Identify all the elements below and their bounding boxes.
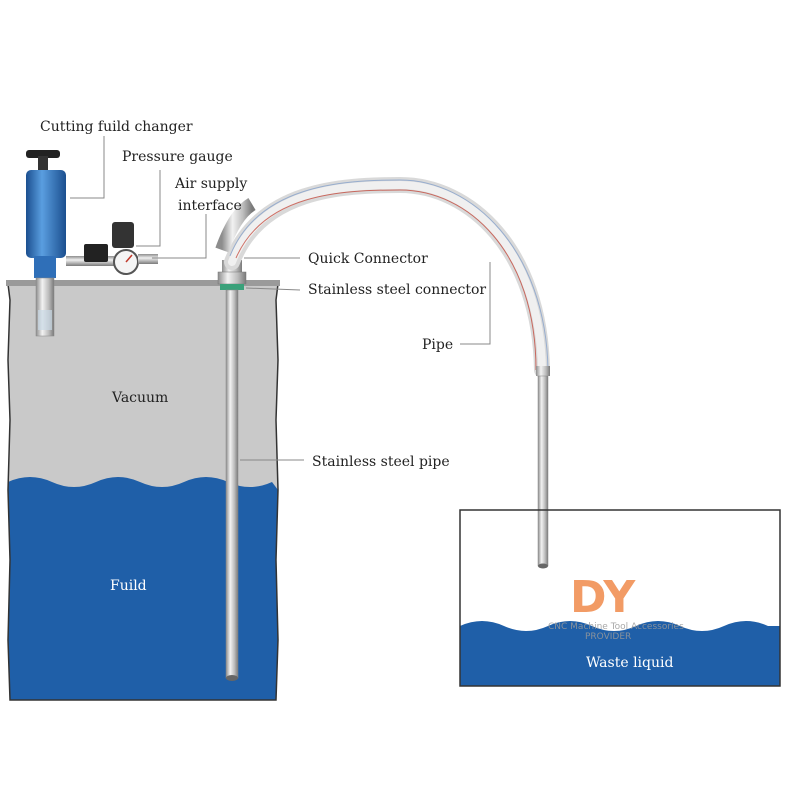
leader-pressure-gauge [136, 170, 161, 247]
label-waste-liquid: Waste liquid [586, 655, 673, 671]
watermark-brand: DY [570, 572, 636, 623]
drum-fluid-region [8, 477, 278, 700]
leader-cutting-fluid-changer [70, 136, 105, 199]
outlet-pipe [536, 366, 550, 569]
label-stainless-steel-pipe: Stainless steel pipe [312, 454, 450, 470]
waste-container [459, 509, 781, 687]
label-quick-connector: Quick Connector [308, 251, 428, 267]
drum-outline [7, 283, 279, 701]
waste-liquid-region [460, 621, 780, 686]
label-stainless-steel-connector: Stainless steel connector [308, 282, 486, 298]
flexible-hose [215, 176, 550, 378]
drum-lid [6, 280, 280, 286]
label-cutting-fluid-changer: Cutting fuild changer [40, 119, 193, 135]
watermark-line2: PROVIDER [585, 632, 631, 642]
leader-pipe [460, 262, 491, 345]
label-fluid: Fuild [110, 578, 147, 594]
leader-stainless-connector [245, 287, 301, 291]
stainless-steel-pipe [217, 260, 247, 681]
label-air-supply-line2: interface [178, 198, 242, 214]
drum-vacuum-region [8, 284, 278, 490]
changer-blue-cylinder [26, 170, 66, 258]
waste-container-outline [459, 509, 781, 687]
label-pressure-gauge: Pressure gauge [122, 149, 233, 165]
cutting-fluid-changer-device [26, 150, 114, 337]
label-pipe: Pipe [422, 337, 453, 353]
label-vacuum: Vacuum [111, 390, 168, 406]
drum [6, 280, 280, 701]
leader-lines [70, 136, 491, 461]
leader-air-supply [152, 214, 207, 259]
suction-pipe [225, 289, 239, 679]
watermark-logo: DY CNC Machine Tool Accessories PROVIDER [548, 572, 684, 642]
label-air-supply-line1: Air supply [174, 176, 247, 192]
pressure-gauge-device [112, 222, 158, 275]
watermark-line1: CNC Machine Tool Accessories [548, 622, 684, 632]
